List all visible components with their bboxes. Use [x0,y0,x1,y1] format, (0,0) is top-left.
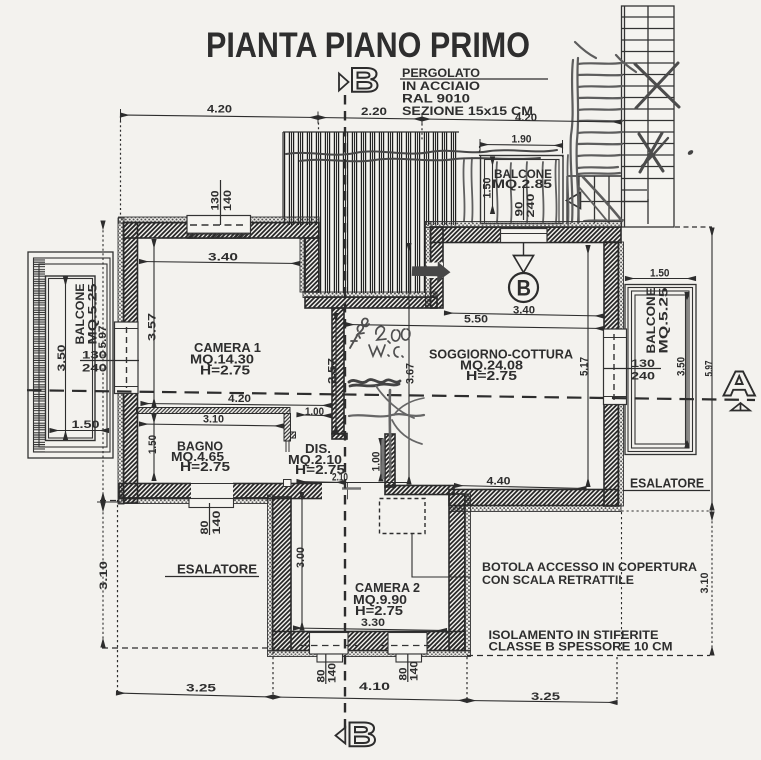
svg-text:H=2.75: H=2.75 [466,369,517,383]
svg-text:SOGGIORNO-COTTURA: SOGGIORNO-COTTURA [429,348,573,362]
svg-text:B: B [517,276,532,301]
svg-text:H=2.75: H=2.75 [355,604,403,618]
svg-text:3.50: 3.50 [676,357,688,376]
svg-text:MQ.5.25: MQ.5.25 [88,283,100,345]
svg-text:80: 80 [199,521,211,535]
svg-text:CLASSE B SPESSORE 10 CM: CLASSE B SPESSORE 10 CM [489,640,673,654]
svg-text:3.10: 3.10 [203,414,224,426]
svg-text:1.50: 1.50 [147,435,159,454]
svg-text:RAL 9010: RAL 9010 [402,94,470,106]
svg-text:240: 240 [631,371,655,383]
svg-text:3.40: 3.40 [513,305,535,317]
svg-text:1.50: 1.50 [72,419,100,431]
svg-text:H=2.75: H=2.75 [295,463,345,477]
svg-text:BALCONE: BALCONE [494,169,552,181]
svg-text:130: 130 [210,191,222,211]
svg-text:DIS.: DIS. [305,442,331,456]
svg-text:3.57: 3.57 [147,313,159,341]
svg-text:130: 130 [631,358,655,370]
svg-text:3.30: 3.30 [361,617,385,629]
svg-text:4.10: 4.10 [359,681,390,693]
svg-text:2.10: 2.10 [332,472,348,484]
svg-text:1.50: 1.50 [650,268,670,280]
svg-text:5.17: 5.17 [579,357,591,376]
svg-text:4.20: 4.20 [207,104,232,116]
svg-text:1.50: 1.50 [482,178,494,199]
svg-text:240: 240 [82,363,107,375]
svg-text:4.20: 4.20 [515,112,537,124]
svg-text:2.20: 2.20 [361,106,387,118]
svg-text:240: 240 [525,194,537,218]
svg-text:140: 140 [222,190,234,211]
svg-text:80: 80 [398,668,410,681]
svg-text:140: 140 [409,661,421,681]
svg-text:1.00: 1.00 [371,452,383,472]
svg-text:H=2.75: H=2.75 [180,460,230,474]
svg-text:3.25: 3.25 [186,683,216,695]
svg-text:BOTOLA ACCESSO IN COPERTURA: BOTOLA ACCESSO IN COPERTURA [482,560,697,574]
svg-text:MQ.14.30: MQ.14.30 [190,353,254,367]
svg-text:ESALATORE: ESALATORE [177,563,257,577]
svg-text:3.25: 3.25 [531,691,560,703]
svg-text:CON SCALA RETRATTILE: CON SCALA RETRATTILE [482,573,634,587]
svg-text:3.10: 3.10 [699,573,711,594]
svg-text:BAGNO: BAGNO [177,440,223,454]
svg-text:CAMERA 2: CAMERA 2 [355,581,420,595]
svg-text:140: 140 [211,511,223,535]
svg-text:130: 130 [82,350,107,362]
svg-text:SEZIONE 15x15 CM: SEZIONE 15x15 CM [402,106,533,118]
svg-text:5.97: 5.97 [704,361,716,377]
svg-text:4.20: 4.20 [228,393,251,405]
svg-text:BALCONE: BALCONE [75,283,87,344]
svg-text:MQ.24.08: MQ.24.08 [460,359,523,373]
svg-text:90: 90 [514,202,526,217]
svg-text:BALCONE: BALCONE [646,287,658,353]
svg-text:MQ.5.25: MQ.5.25 [659,287,671,354]
svg-text:3.00: 3.00 [295,547,307,568]
svg-text:ESALATORE: ESALATORE [630,477,704,491]
svg-text:4.40: 4.40 [487,476,511,488]
svg-text:5.50: 5.50 [464,314,488,326]
svg-text:MQ.2.85: MQ.2.85 [492,179,553,191]
svg-text:3.10: 3.10 [98,561,110,590]
svg-text:MQ.2.10: MQ.2.10 [288,453,342,467]
svg-text:3.40: 3.40 [208,252,238,264]
svg-text:CAMERA 1: CAMERA 1 [194,341,261,355]
svg-text:IN ACCIAIO: IN ACCIAIO [402,81,480,93]
svg-text:1.90: 1.90 [512,134,532,146]
svg-text:ISOLAMENTO IN STIFERITE: ISOLAMENTO IN STIFERITE [489,628,659,642]
svg-text:140: 140 [327,663,339,683]
svg-text:5.97: 5.97 [97,326,109,349]
svg-text:MQ.4.65: MQ.4.65 [171,450,224,464]
svg-text:PERGOLATO: PERGOLATO [402,68,480,80]
svg-text:MQ.9.90: MQ.9.90 [353,593,407,607]
svg-text:3.50: 3.50 [56,345,68,372]
svg-text:2.57: 2.57 [327,358,339,384]
svg-text:3.67: 3.67 [405,363,417,384]
svg-text:1.00: 1.00 [305,406,324,418]
svg-text:H=2.75: H=2.75 [200,364,250,378]
svg-text:PIANTA PIANO PRIMO: PIANTA PIANO PRIMO [206,26,530,65]
svg-text:80: 80 [316,670,328,683]
